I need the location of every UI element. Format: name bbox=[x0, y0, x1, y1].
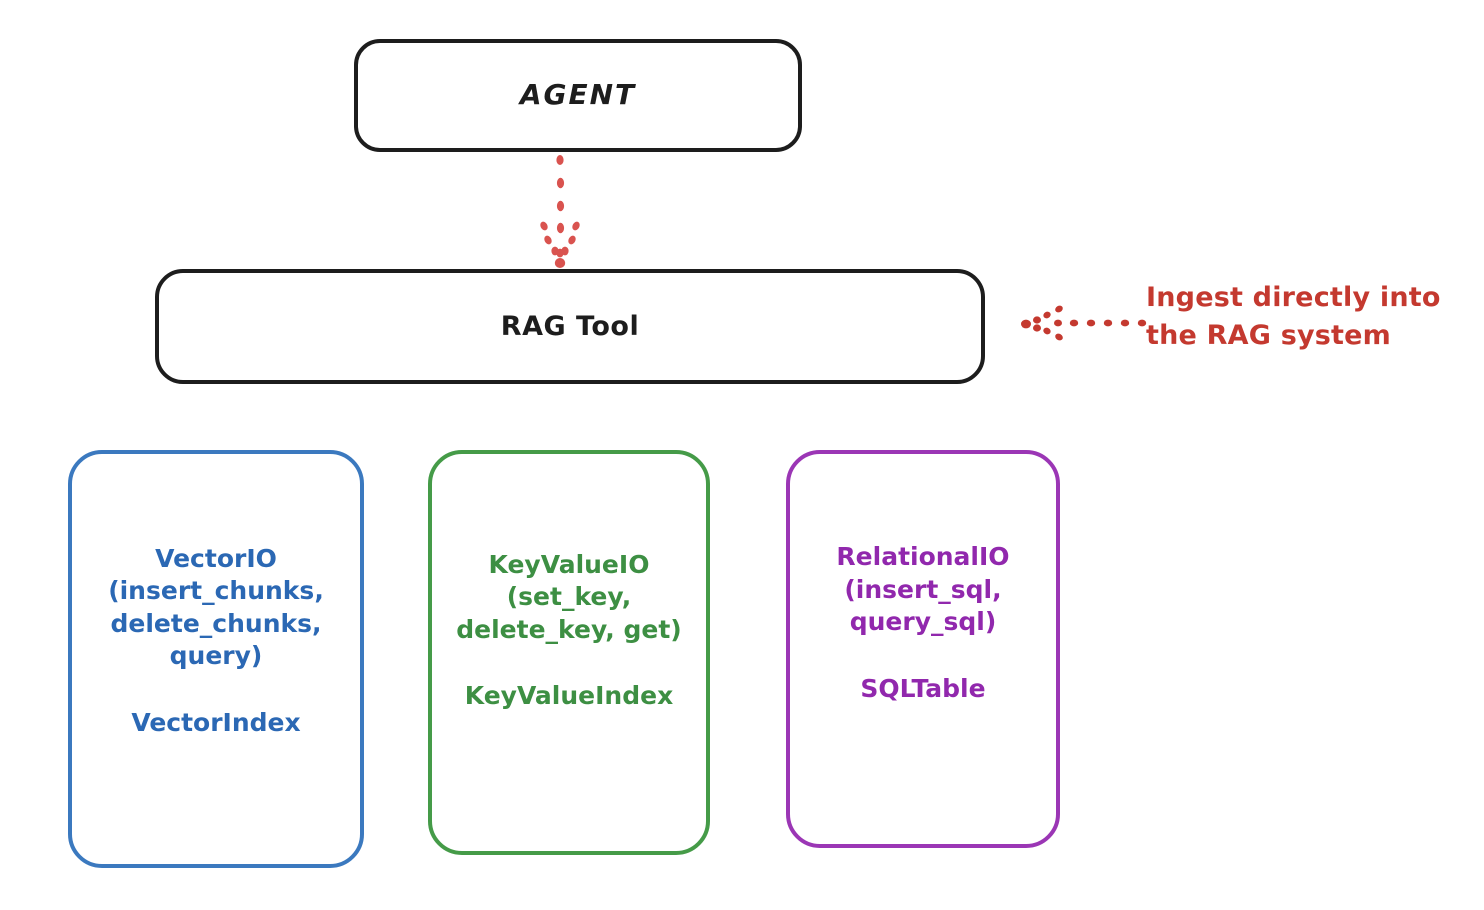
sql-table-label: SQLTable bbox=[860, 673, 986, 703]
key-value-index-label: KeyValueIndex bbox=[464, 681, 674, 710]
agent-node-label: AGENT bbox=[519, 78, 637, 112]
vector-io-api-label: VectorIO (insert_chunks, delete_chunks, … bbox=[108, 543, 324, 671]
relational-io-node[interactable]: RelationalIO (insert_sql, query_sql) SQL… bbox=[786, 450, 1060, 848]
key-value-io-content: KeyValueIO (set_key, delete_key, get) Ke… bbox=[456, 549, 681, 713]
agent-to-rag-tool-arrow bbox=[540, 155, 580, 268]
ingest-into-rag-arrow bbox=[1021, 305, 1147, 341]
agent-node[interactable]: AGENT bbox=[354, 39, 802, 152]
key-value-io-node[interactable]: KeyValueIO (set_key, delete_key, get) Ke… bbox=[428, 450, 710, 855]
vector-io-content: VectorIO (insert_chunks, delete_chunks, … bbox=[108, 543, 324, 740]
relational-io-content: RelationalIO (insert_sql, query_sql) SQL… bbox=[836, 541, 1009, 705]
relational-io-api-label: RelationalIO (insert_sql, query_sql) bbox=[836, 542, 1010, 636]
rag-tool-node[interactable]: RAG Tool bbox=[155, 269, 985, 384]
rag-tool-node-label: RAG Tool bbox=[500, 310, 640, 342]
vector-index-label: VectorIndex bbox=[131, 707, 301, 737]
ingest-annotation-text: Ingest directly into the RAG system bbox=[1146, 282, 1441, 352]
vector-io-node[interactable]: VectorIO (insert_chunks, delete_chunks, … bbox=[68, 450, 364, 868]
key-value-io-api-label: KeyValueIO (set_key, delete_key, get) bbox=[456, 549, 682, 644]
